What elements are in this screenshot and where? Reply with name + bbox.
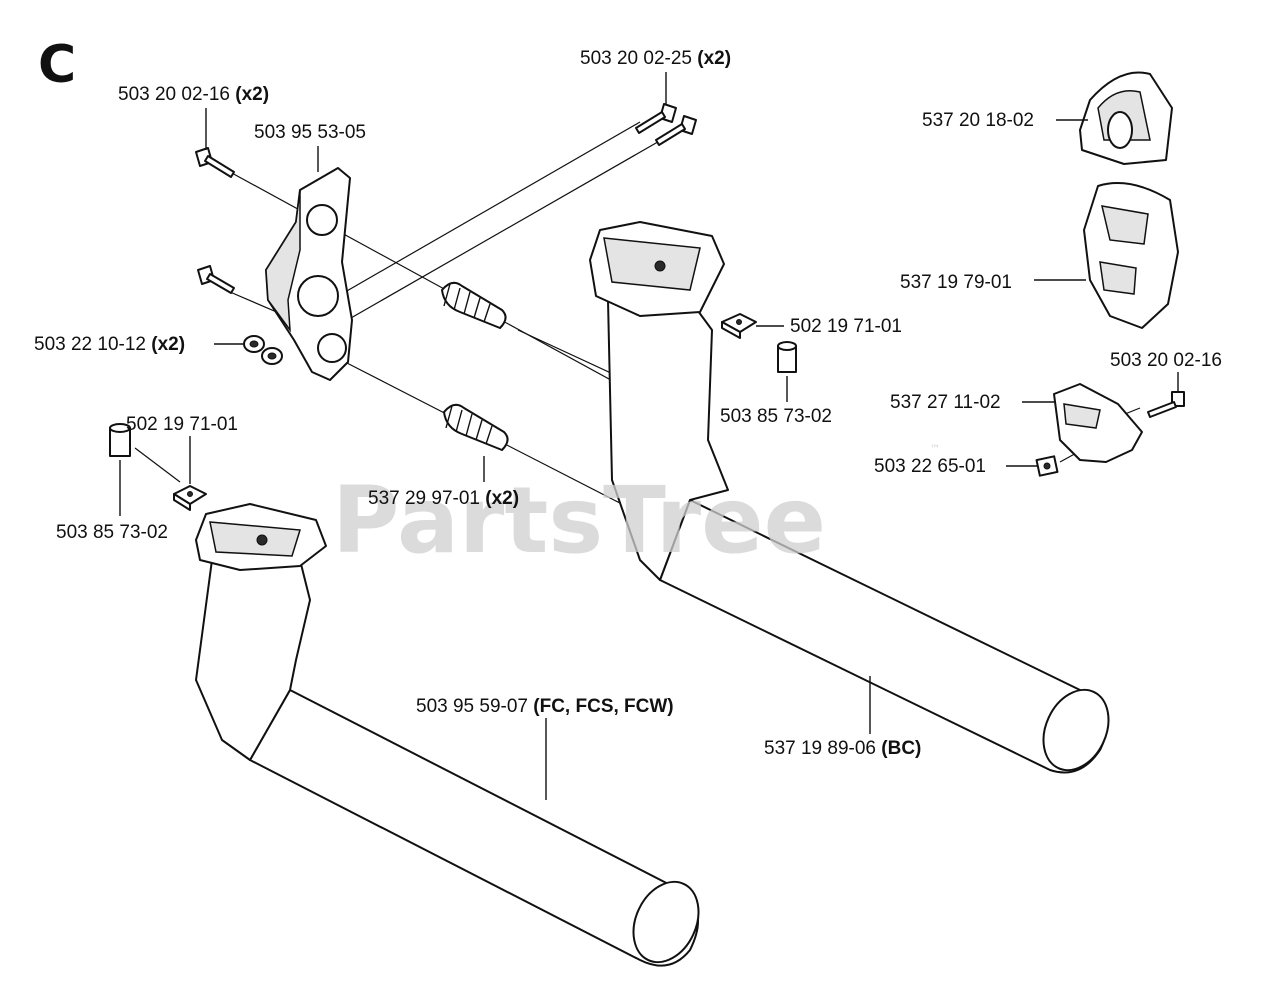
screw-top-mid-part <box>635 103 697 146</box>
clip-top-part <box>1079 71 1173 165</box>
spacer-left-part <box>109 423 131 457</box>
section-letter: C <box>38 35 76 95</box>
label-handle-bc: 537 19 89-06 (BC) <box>764 738 921 759</box>
clamp-part <box>1053 383 1143 463</box>
label-clip-mid: 537 19 79-01 <box>900 272 1012 293</box>
label-spring: 537 29 97-01 (x2) <box>368 488 519 509</box>
square-nut-left-part <box>173 485 207 511</box>
square-nut-right-part <box>721 313 757 339</box>
label-bracket: 503 95 53-05 <box>254 122 366 143</box>
label-screw-top-mid: 503 20 02-25 (x2) <box>580 48 731 69</box>
watermark: PartsTree <box>332 467 826 574</box>
handle-fc-part <box>195 503 700 967</box>
bracket-part <box>265 167 353 381</box>
nut-right-part <box>1035 455 1059 477</box>
watermark-trademark: ™ <box>930 444 940 455</box>
label-screw-top-left: 503 20 02-16 (x2) <box>118 84 269 105</box>
clip-mid-part <box>1083 182 1179 329</box>
spacer-right-part <box>777 341 797 373</box>
label-nut-right: 503 22 65-01 <box>874 456 986 477</box>
label-handle-fc: 503 95 59-07 (FC, FCS, FCW) <box>416 696 674 717</box>
label-spacer-right: 503 85 73-02 <box>720 406 832 427</box>
label-clamp: 537 27 11-02 <box>890 392 1001 413</box>
part-labels: 503 20 02-16 (x2) 503 20 02-25 (x2) 503 … <box>34 48 1222 759</box>
label-square-nut-right: 502 19 71-01 <box>790 316 902 337</box>
nut-left-part <box>243 335 283 365</box>
spring-part <box>441 281 509 451</box>
screw-top-left-part <box>195 147 235 294</box>
handle-bc-part <box>589 221 1110 774</box>
label-screw-right: 503 20 02-16 <box>1110 350 1222 371</box>
label-nut-left: 503 22 10-12 (x2) <box>34 334 185 355</box>
label-square-nut-left: 502 19 71-01 <box>126 414 238 435</box>
label-spacer-left: 503 85 73-02 <box>56 522 168 543</box>
screw-right-part <box>1147 391 1185 418</box>
leader-lines <box>119 72 1179 800</box>
label-clip-top: 537 20 18-02 <box>922 110 1034 131</box>
